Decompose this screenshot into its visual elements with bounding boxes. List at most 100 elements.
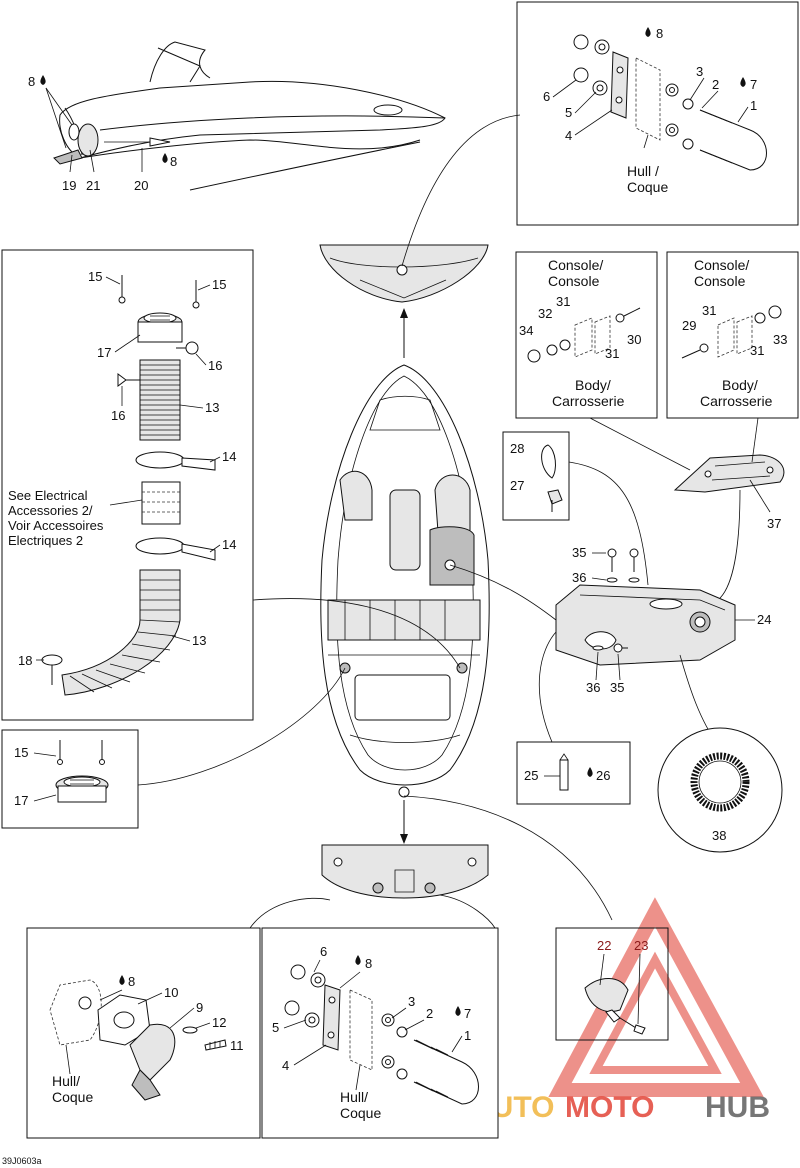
callout-1: 1 [750,98,757,113]
hull-label-line2: Coque [52,1089,93,1105]
leader-19 [69,154,73,173]
body-label-line1: Body/ [722,377,758,393]
leader-craft-to-24 [449,564,557,621]
callout-1: 1 [464,1028,471,1043]
console-label-line2: Console [694,273,746,289]
callout-2: 2 [712,77,719,92]
cap-screw-box [555,927,669,1041]
callout-8: 8 [656,26,663,41]
callout-13: 13 [205,400,219,415]
callout-5: 5 [272,1020,279,1035]
console-fastener-left [527,307,641,363]
leader-hose-to-craft [252,598,461,669]
watermark-word-moto: MOTO [565,1091,654,1124]
sealant-drop-icon [40,75,46,85]
callout-31: 31 [556,294,570,309]
callout-20: 20 [134,178,148,193]
arrow-down-icon [400,834,408,844]
callout-6: 6 [320,944,327,959]
see-electrical-line2: Accessories 2/ [8,503,93,518]
callout-15: 15 [212,277,226,292]
sealant-drop-icon [587,767,593,777]
callout-18: 18 [18,653,32,668]
hull-label-line1: Hull/ [52,1073,80,1089]
callout-25: 25 [524,768,538,783]
arrow-up-icon [400,308,408,318]
hull-label-line2: Coque [340,1105,381,1121]
sealant-drop-icon [119,975,125,985]
drain-plug-assembly [49,979,227,1101]
callout-22: 22 [597,938,611,953]
ubolt-assembly-top [573,34,767,171]
glovebox-assembly [555,584,736,666]
callout-35: 35 [610,680,624,695]
callout-31: 31 [750,343,764,358]
console-label-line1: Console/ [694,257,749,273]
callout-10: 10 [164,985,178,1000]
callout-13: 13 [192,633,206,648]
callout-7: 7 [464,1006,471,1021]
callout-21: 21 [86,178,100,193]
stern-view [321,844,489,899]
console-fastener-right [681,305,782,359]
callout-9: 9 [196,1000,203,1015]
leader-stern-right [439,894,496,929]
callout-4: 4 [565,128,572,143]
figure-code: 39J0603a [2,1156,42,1166]
callout-15: 15 [14,745,28,760]
leader-bow-to-box [401,114,521,267]
screws-35-36 [592,548,640,653]
callout-34: 34 [519,323,533,338]
callout-16: 16 [208,358,222,373]
leader-vent-to-craft [137,667,346,786]
gasket-detail-circle [657,727,783,853]
see-electrical-line4: Electriques 2 [8,533,83,548]
leader-stern-left [249,897,331,929]
callout-31: 31 [702,303,716,318]
callout-31: 31 [605,346,619,361]
callout-8: 8 [28,74,35,89]
callout-5: 5 [565,105,572,120]
sealant-drop-icon [162,153,168,163]
leader-strip-to-24 [717,489,741,601]
body-label-line1: Body/ [575,377,611,393]
callout-7: 7 [750,77,757,92]
leader-8-a [45,87,73,126]
watermark-word-hub: HUB [705,1091,770,1124]
see-electrical-line3: Voir Accessoires [8,518,104,533]
callout-24: 24 [757,612,771,627]
sealant-drop-icon [645,27,651,37]
callout-15: 15 [88,269,102,284]
callout-12: 12 [212,1015,226,1030]
vent-assembly [55,740,109,803]
cap-and-screw [584,978,646,1035]
callout-8: 8 [128,974,135,989]
callout-37: 37 [767,516,781,531]
gasket-ring [690,752,750,812]
watermark-text: AUTO MOTO HUB [470,1091,770,1124]
callout-3: 3 [696,64,703,79]
clip-screw-box [502,431,570,521]
callout-11: 11 [230,1038,244,1053]
sealant-drop-icon [455,1006,461,1016]
callout-8: 8 [170,154,177,169]
console-fastener-box-left [515,251,658,419]
callout-17: 17 [14,793,28,808]
callout-14: 14 [222,537,236,552]
callout-26: 26 [596,768,610,783]
watercraft-top-view [320,364,490,798]
ubolt-assembly-bottom [284,964,479,1105]
vent-hose-assembly [41,275,216,696]
callout-2: 2 [426,1006,433,1021]
callout-36: 36 [586,680,600,695]
adhesive-box [516,741,631,805]
leader-24-to-25 [538,631,557,743]
callout-32: 32 [538,306,552,321]
console-label-line1: Console/ [548,257,603,273]
hull-label-line1: Hull / [627,163,659,179]
console-fastener-box-right [666,251,799,419]
sealant-drop-icon [740,77,746,87]
leader-21 [89,149,95,173]
console-label-line2: Console [548,273,600,289]
